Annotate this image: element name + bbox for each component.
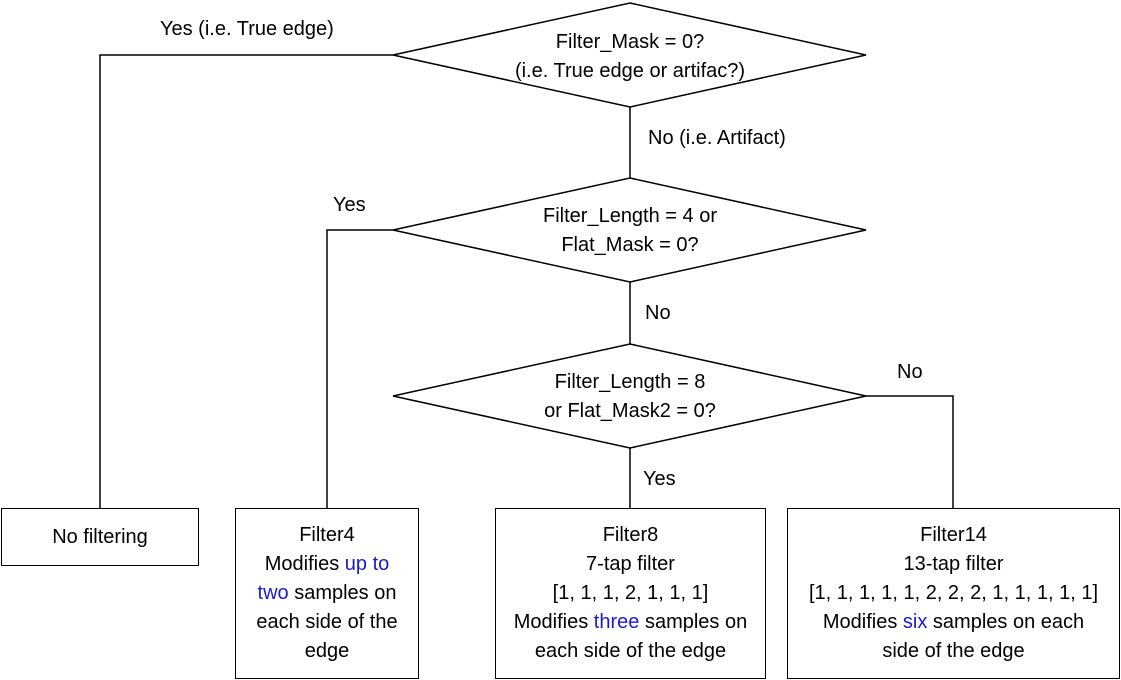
box-filter14: Filter14 13-tap filter [1, 1, 1, 1, 1, 2… — [787, 508, 1120, 679]
edge-label-d3-no: No — [897, 361, 923, 383]
no-filtering-label: No filtering — [52, 526, 148, 548]
filter8-title: Filter8 — [602, 524, 659, 546]
decision-1-line1: Filter_Mask = 0? — [555, 31, 705, 53]
filter4-line2: Modifies up to — [264, 553, 390, 575]
filter14-line5: side of the edge — [882, 640, 1025, 662]
decision-diamond-1 — [392, 2, 867, 108]
decision-2-text: Filter_Length = 4 or Flat_Mask = 0? — [430, 202, 830, 260]
filter14-title: Filter14 — [920, 524, 987, 546]
edge-d2-yes — [326, 229, 393, 508]
edge-label-d1-no: No (i.e. Artifact) — [648, 127, 786, 149]
filter4-line5: edge — [304, 640, 350, 662]
filter8-line5: each side of the edge — [534, 640, 727, 662]
filter4-line3: two samples on — [257, 582, 397, 604]
decision-1-text: Filter_Mask = 0? (i.e. True edge or arti… — [430, 28, 830, 86]
decision-diamond-2 — [392, 177, 867, 283]
edge-label-d3-yes: Yes — [643, 468, 676, 490]
decision-1-line2: (i.e. True edge or artifac?) — [514, 60, 746, 82]
edge-label-d1-yes: Yes (i.e. True edge) — [160, 18, 334, 40]
filter8-line3: [1, 1, 1, 2, 1, 1, 1] — [552, 582, 709, 604]
decision-3-line1: Filter_Length = 8 — [554, 371, 706, 393]
edge-d1-yes — [99, 54, 393, 508]
edge-label-d2-no: No — [645, 302, 671, 324]
filter8-line2: 7-tap filter — [586, 553, 675, 575]
box-no-filtering: No filtering — [1, 508, 199, 566]
box-filter8: Filter8 7-tap filter [1, 1, 1, 2, 1, 1, … — [495, 508, 766, 679]
filter14-line3: [1, 1, 1, 1, 1, 2, 2, 2, 1, 1, 1, 1, 1] — [808, 582, 1099, 604]
box-filter4: Filter4 Modifies up to two samples on ea… — [235, 508, 419, 679]
decision-3-text: Filter_Length = 8 or Flat_Mask2 = 0? — [430, 368, 830, 426]
filter8-line4: Modifies three samples on — [513, 611, 748, 633]
filter4-title: Filter4 — [299, 524, 355, 546]
decision-2-line2: Flat_Mask = 0? — [561, 234, 699, 256]
edge-label-d2-yes: Yes — [333, 194, 366, 216]
decision-2-line1: Filter_Length = 4 or — [543, 205, 717, 227]
filter14-line2: 13-tap filter — [903, 553, 1004, 575]
edge-d3-no — [866, 395, 954, 508]
filter4-line4: each side of the — [256, 611, 398, 633]
decision-3-line2: or Flat_Mask2 = 0? — [544, 400, 716, 422]
filter14-line4: Modifies six samples on each — [822, 611, 1085, 633]
